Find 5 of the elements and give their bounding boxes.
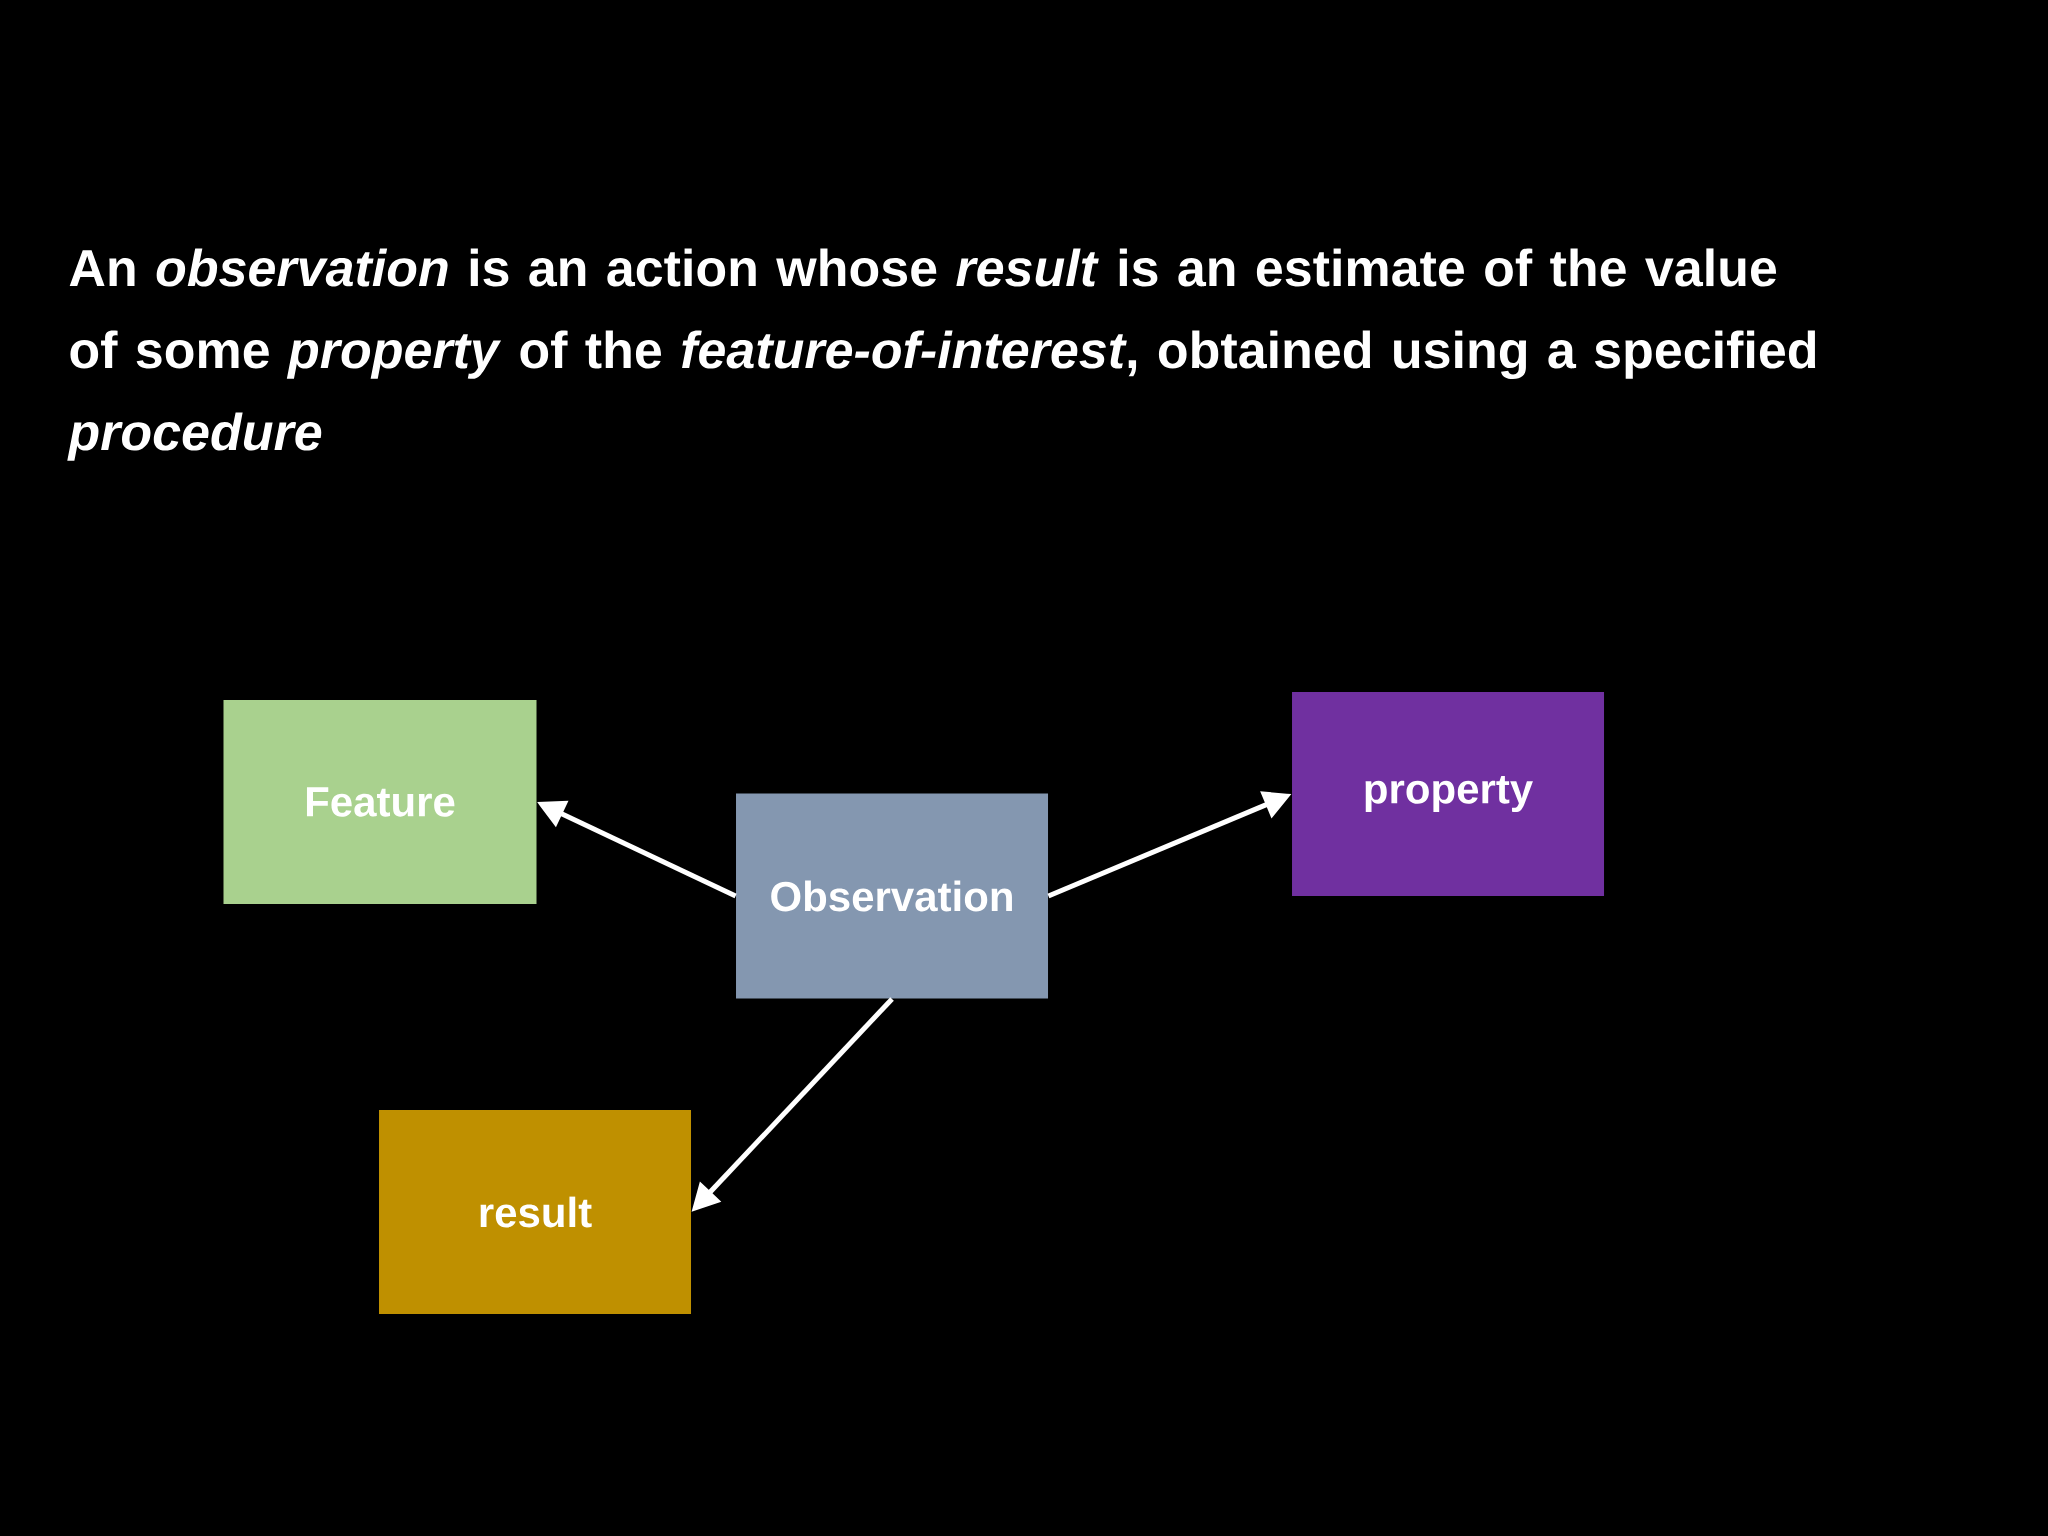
concept-box: result xyxy=(379,1110,691,1314)
concept-box: property xyxy=(1292,692,1605,896)
concept-box: Feature xyxy=(223,700,537,904)
concept-box: Observation xyxy=(736,793,1048,999)
heading: An observation is an action whose result is an estimate of the value of some property of the feature-of-interest, obtained using a specified procedure xyxy=(67,248,1816,461)
